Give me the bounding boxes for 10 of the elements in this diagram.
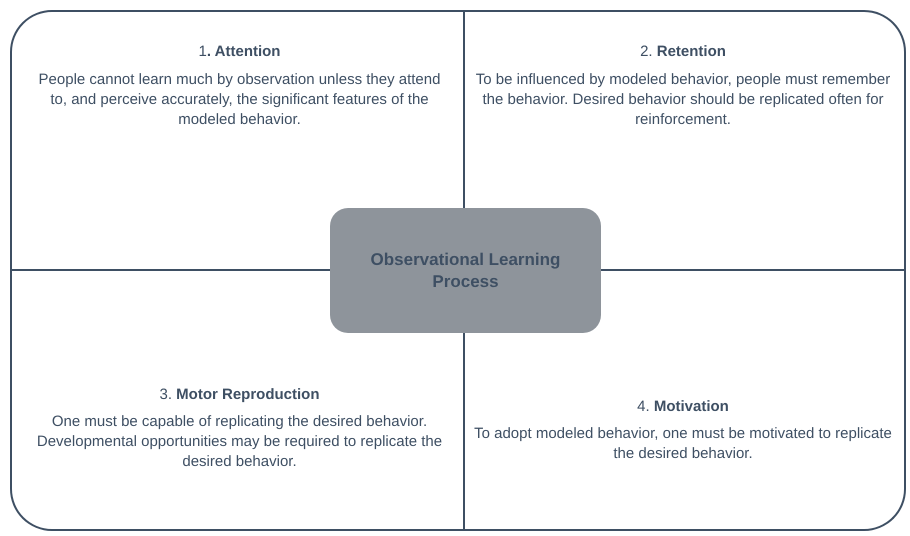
step-description: People cannot learn much by observation unless they attend to, and perceive accurately, the significant features of the modeled behavior. <box>38 70 442 130</box>
step-description: To adopt modeled behavior, one must be motivated to replicate the desired behavior. <box>473 424 893 464</box>
center-box <box>330 208 601 333</box>
step-heading: 1. Attention <box>198 42 282 62</box>
step-heading: 2. Retention <box>639 42 727 62</box>
step-heading: 4. Motivation <box>636 397 730 417</box>
step-description: To be influenced by modeled behavior, people must remember the behavior. Desired behavior should be replicated often for reinforcement. <box>474 70 892 130</box>
center-title: Observational Learning Process <box>370 248 562 292</box>
step-heading: 3. Motor Reproduction <box>158 385 320 405</box>
step-description: One must be capable of replicating the desired behavior. Developmental opportunities may be required to replicate the desired behavior. <box>36 412 444 472</box>
